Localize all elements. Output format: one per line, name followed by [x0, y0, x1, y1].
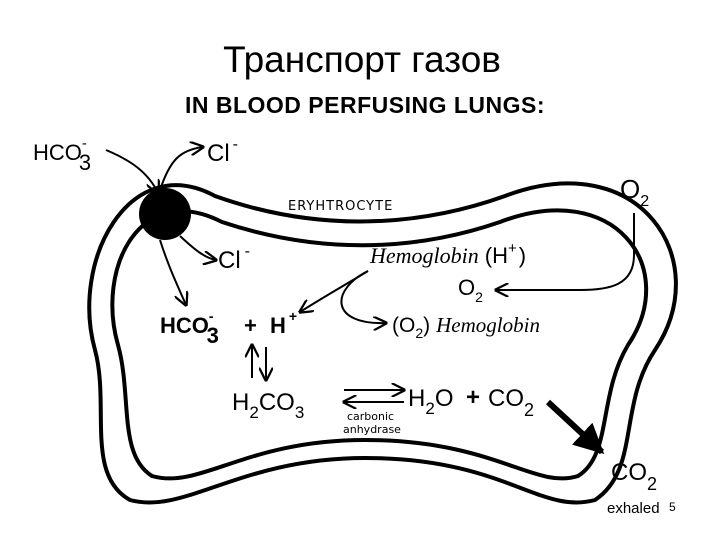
arrow-bicarbonate-out	[159, 239, 186, 305]
arrow-chloride-out	[159, 147, 203, 191]
chloride-inside: Cl-	[218, 243, 250, 274]
chloride-outside: Cl-	[207, 136, 238, 167]
enzyme-label-1: carbonic	[347, 410, 394, 423]
arrow-bicarbonate-in	[105, 149, 158, 193]
arrow-oxygen-binding	[340, 270, 386, 323]
oxygen-inside: O2	[458, 275, 483, 305]
plus-sign: +	[244, 313, 257, 338]
oxyhemoglobin: (O2)Hemoglobin	[392, 313, 540, 341]
carbonic-acid: H2CO3	[232, 389, 304, 422]
page-number: 5	[669, 500, 676, 514]
carbon-dioxide-outside: CO2	[611, 459, 657, 494]
carbon-dioxide-inside: CO2	[488, 385, 534, 420]
cell-label: ERYHTROCYTE	[288, 199, 393, 214]
enzyme-label-2: anhydrase	[343, 423, 401, 436]
arrow-chloride-in	[179, 235, 216, 260]
anion-exchanger	[139, 188, 191, 240]
water: H2O	[408, 385, 453, 418]
page-title: Транспорт газов	[223, 39, 501, 80]
reaction-arrows	[105, 147, 635, 402]
bicarbonate-outside: HCO-3	[33, 135, 91, 175]
oxygen-outside: O2	[620, 174, 649, 210]
hemoglobin-h: Hemoglobin(H+)	[369, 240, 526, 268]
proton-inside: H+	[270, 308, 297, 338]
page-subtitle: IN BLOOD PERFUSING LUNGS:	[185, 92, 545, 118]
arrow-oxygen-in	[496, 213, 635, 290]
erythrocyte-membrane	[87, 181, 678, 505]
arrow-co2-exhale	[545, 399, 605, 455]
plus-sign-2: +	[466, 384, 480, 411]
exhaled-label: exhaled	[607, 500, 660, 517]
bicarbonate-inside: HCO-3	[160, 308, 219, 348]
